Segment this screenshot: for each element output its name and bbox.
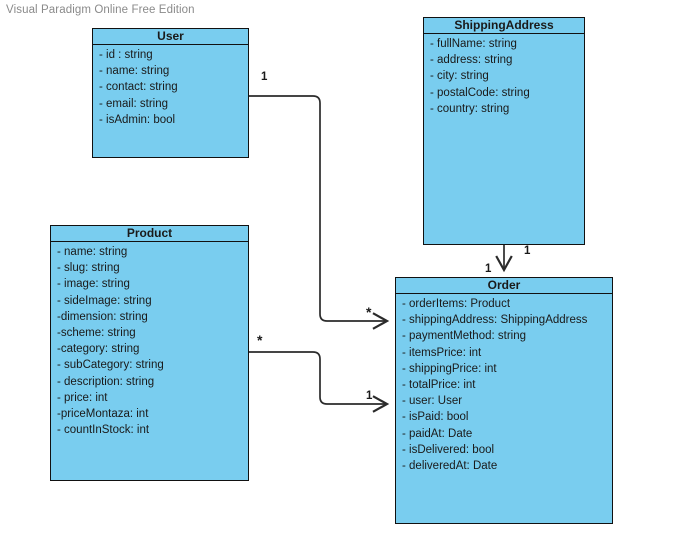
class-attributes-order: - orderItems: Product - shippingAddress:… [396,294,612,474]
attribute-row: - description: string [57,375,155,388]
class-title-user: User [93,29,248,45]
attribute-row: -category: string [57,343,140,356]
attribute-row: - orderItems: Product [402,298,511,310]
multiplicity-label-product-target: 1 [366,390,373,402]
uml-class-user[interactable]: User - id : string - name: string - cont… [92,28,249,158]
attribute-row: - totalPrice: int [402,379,476,392]
class-title-product: Product [51,226,248,242]
attribute-row: - isPaid: bool [402,411,469,424]
multiplicity-label-user-source: 1 [261,71,268,83]
attribute-row: -dimension: string [57,310,148,323]
multiplicity-label-product-source: * [257,332,263,348]
multiplicity-label-shippingaddress-source: 1 [524,245,531,257]
attribute-row: - name: string [99,65,170,78]
attribute-row: - city: string [430,70,489,83]
attribute-row: - email: string [99,97,169,110]
attribute-row: - countInStock: int [57,424,150,437]
attribute-row: - deliveredAt: Date [402,460,498,473]
attribute-row: - id : string [99,49,153,61]
uml-class-shippingaddress[interactable]: ShippingAddress - fullName: string - add… [423,17,585,245]
class-title-order: Order [396,278,612,294]
attribute-row: - price: int [57,391,108,404]
attribute-row: - sideImage: string [57,294,152,307]
class-attributes-user: - id : string - name: string - contact: … [93,45,248,128]
uml-class-product[interactable]: Product - name: string - slug: string - … [50,225,249,481]
multiplicity-label-user-target: * [366,304,372,320]
class-attributes-product: - name: string - slug: string - image: s… [51,242,248,438]
multiplicity-label-shippingaddress-target: 1 [485,263,492,275]
attribute-row: - subCategory: string [57,359,164,372]
attribute-row: - name: string [57,246,128,258]
attribute-row: - itemsPrice: int [402,346,482,359]
attribute-row: - country: string [430,102,510,115]
attribute-row: - postalCode: string [430,86,530,99]
attribute-row: - image: string [57,278,130,291]
attribute-row: -scheme: string [57,327,136,340]
attribute-row: - isAdmin: bool [99,113,176,126]
class-title-shippingaddress: ShippingAddress [424,18,584,34]
class-attributes-shippingaddress: - fullName: string - address: string - c… [424,34,584,117]
uml-class-order[interactable]: Order - orderItems: Product - shippingAd… [395,277,613,524]
attribute-row: - address: string [430,54,513,67]
attribute-row: - paidAt: Date [402,427,473,440]
attribute-row: - shippingPrice: int [402,362,497,375]
attribute-row: - isDelivered: bool [402,443,495,456]
watermark-label: Visual Paradigm Online Free Edition [6,4,195,16]
attribute-row: - fullName: string [430,38,517,50]
attribute-row: - user: User [402,395,463,408]
attribute-row: - paymentMethod: string [402,330,527,343]
attribute-row: - slug: string [57,262,120,275]
association-user-order[interactable] [249,95,390,330]
attribute-row: -priceMontaza: int [57,408,149,421]
attribute-row: - shippingAddress: ShippingAddress [402,314,588,327]
attribute-row: - contact: string [99,81,178,94]
